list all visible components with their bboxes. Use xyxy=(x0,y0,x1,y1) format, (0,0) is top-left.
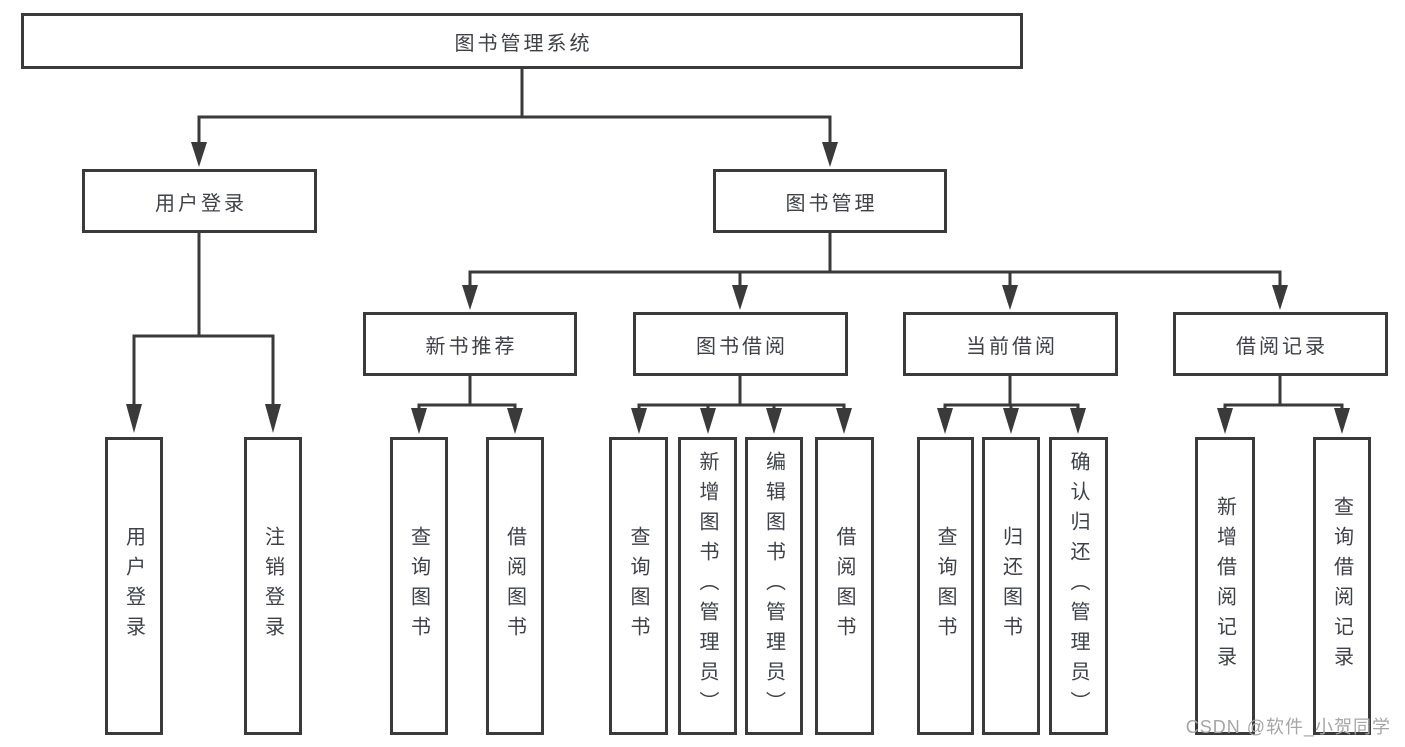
connector-root-to-level2 xyxy=(191,69,838,167)
node-current-borrow: 当前借阅 xyxy=(903,312,1118,376)
leaf-current-query-books: 查询图书 xyxy=(917,437,974,735)
node-book-management: 图书管理 xyxy=(713,169,947,233)
connector-book-borrow-to-leaves xyxy=(631,376,852,434)
connector-current-borrow-to-leaves xyxy=(937,376,1086,434)
connector-new-book-to-leaves xyxy=(411,376,523,434)
node-new-book-recommend: 新书推荐 xyxy=(363,312,577,376)
connector-borrow-records-to-leaves xyxy=(1217,376,1350,434)
leaf-newbook-borrow-books: 借阅图书 xyxy=(486,437,544,735)
node-user-login: 用户登录 xyxy=(82,169,317,233)
leaf-logout: 注销登录 xyxy=(244,437,302,735)
connector-book-mgmt-to-level3 xyxy=(462,233,1288,310)
leaf-records-query-record: 查询借阅记录 xyxy=(1313,437,1371,735)
connector-user-login-to-leaves xyxy=(126,233,281,433)
leaf-borrow-borrow-books: 借阅图书 xyxy=(815,437,874,735)
leaf-user-login: 用户登录 xyxy=(105,437,163,735)
node-borrow-records: 借阅记录 xyxy=(1173,312,1388,376)
leaf-newbook-query-books: 查询图书 xyxy=(390,437,448,735)
leaf-current-return-books: 归还图书 xyxy=(982,437,1040,735)
csdn-watermark: CSDN @软件_小贺同学 xyxy=(1185,717,1391,737)
leaf-current-confirm-return-admin: 确认归还（管理员） xyxy=(1049,437,1108,735)
leaf-records-add-record: 新增借阅记录 xyxy=(1195,437,1255,735)
leaf-borrow-query-books: 查询图书 xyxy=(609,437,668,735)
node-book-borrow: 图书借阅 xyxy=(633,312,848,376)
leaf-borrow-edit-books-admin: 编辑图书（管理员） xyxy=(745,437,803,735)
leaf-borrow-add-books-admin: 新增图书（管理员） xyxy=(678,437,737,735)
node-root: 图书管理系统 xyxy=(21,13,1023,69)
